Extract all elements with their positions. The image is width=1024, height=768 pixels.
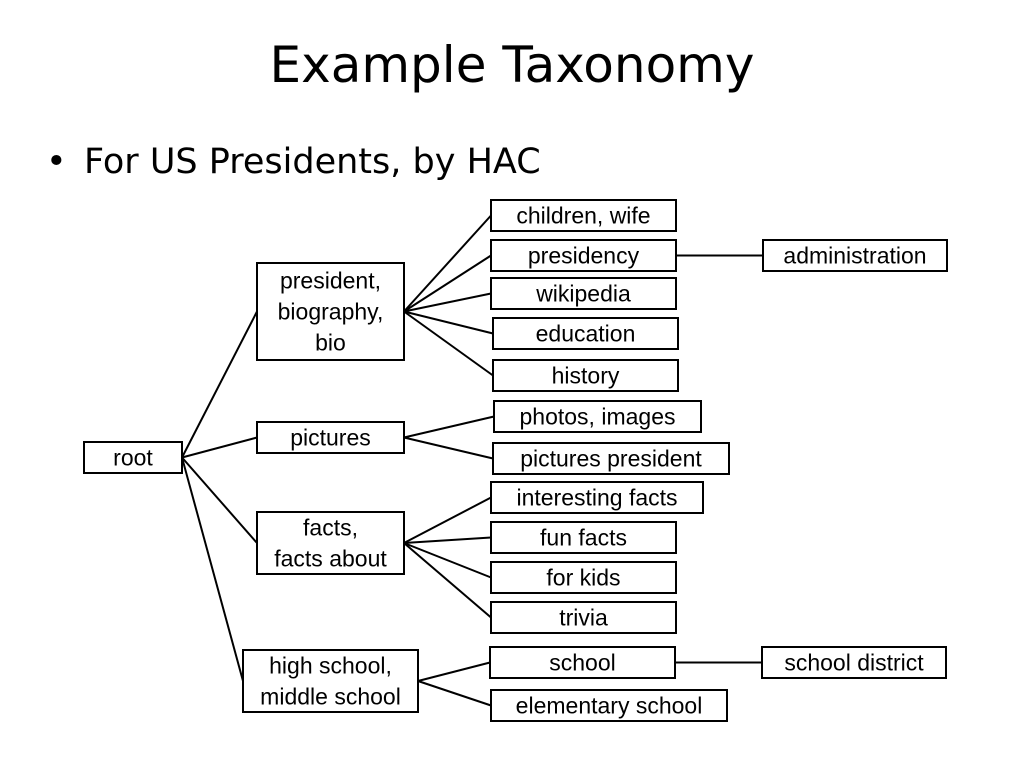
- node-for-kids: for kids: [490, 561, 677, 594]
- edge-pictures-to-pictures-president: [403, 436, 494, 460]
- edge-president-biography-bio-to-wikipedia: [403, 292, 492, 313]
- node-fun-facts: fun facts: [490, 521, 677, 554]
- edge-root-to-facts-facts-about: [181, 456, 258, 544]
- node-school: school: [489, 646, 676, 679]
- node-box: [490, 601, 677, 634]
- node-label: bio: [315, 330, 346, 356]
- edge-root-to-pictures: [181, 436, 258, 459]
- slide-title: Example Taxonomy: [269, 36, 755, 94]
- edge-layer: [181, 214, 763, 707]
- node-box: [256, 262, 405, 361]
- node-label: facts about: [274, 546, 387, 572]
- edge-high-school-middle-school-to-school: [417, 661, 491, 682]
- edge-root-to-high-school-middle-school: [181, 457, 244, 682]
- node-high-school-middle-school: high school, middle school: [242, 649, 419, 713]
- node-label: education: [536, 321, 636, 347]
- node-label: administration: [783, 243, 926, 269]
- node-label: root: [113, 445, 153, 471]
- node-box: [492, 359, 679, 392]
- node-box: [490, 561, 677, 594]
- edge-facts-facts-about-to-interesting-facts: [403, 496, 492, 544]
- node-label: interesting facts: [516, 485, 677, 511]
- node-label: facts,: [303, 515, 358, 541]
- node-facts-facts-about: facts, facts about: [256, 511, 405, 575]
- node-elementary-school: elementary school: [490, 689, 728, 722]
- edge-high-school-middle-school-to-elementary-school: [417, 680, 492, 707]
- node-photos-images: photos, images: [493, 400, 702, 433]
- node-presidency: presidency: [490, 239, 677, 272]
- node-label: presidency: [528, 243, 640, 269]
- node-label: photos, images: [520, 404, 676, 430]
- edge-president-biography-bio-to-presidency: [403, 254, 492, 313]
- node-label: middle school: [260, 684, 401, 710]
- node-box: [489, 646, 676, 679]
- node-box: [242, 649, 419, 713]
- node-label: biography,: [278, 299, 384, 325]
- node-label: school district: [784, 650, 924, 676]
- edge-pictures-to-photos-images: [403, 415, 495, 439]
- edge-president-biography-bio-to-history: [403, 310, 494, 377]
- node-label: wikipedia: [535, 281, 631, 307]
- node-layer: root president, biography, bio pictures facts…: [83, 199, 948, 722]
- node-interesting-facts: interesting facts: [490, 481, 704, 514]
- node-box: [490, 689, 728, 722]
- node-box: [83, 441, 183, 474]
- node-box: [256, 511, 405, 575]
- node-label: president,: [280, 268, 381, 294]
- bullet-item: • For US Presidents, by HAC: [46, 138, 541, 186]
- node-education: education: [492, 317, 679, 350]
- node-label: school: [549, 650, 615, 676]
- node-trivia: trivia: [490, 601, 677, 634]
- node-label: elementary school: [516, 693, 703, 719]
- node-label: history: [552, 363, 620, 389]
- node-box: [493, 400, 702, 433]
- node-administration: administration: [762, 239, 948, 272]
- node-box: [490, 521, 677, 554]
- node-school-district: school district: [761, 646, 947, 679]
- node-president-biography-bio: president, biography, bio: [256, 262, 405, 361]
- node-box: [492, 442, 730, 475]
- edge-president-biography-bio-to-children-wife: [403, 214, 492, 313]
- bullet-text: For US Presidents, by HAC: [84, 142, 541, 182]
- node-box: [492, 317, 679, 350]
- node-box: [490, 277, 677, 310]
- bullet-dot: •: [46, 142, 67, 182]
- node-label: children, wife: [516, 203, 650, 229]
- node-root: root: [83, 441, 183, 474]
- node-label: pictures president: [520, 446, 702, 472]
- node-label: trivia: [559, 605, 608, 631]
- edge-facts-facts-about-to-fun-facts: [403, 536, 492, 544]
- node-history: history: [492, 359, 679, 392]
- node-children-wife: children, wife: [490, 199, 677, 232]
- node-box: [256, 421, 405, 454]
- node-box: [490, 199, 677, 232]
- node-label: for kids: [546, 565, 620, 591]
- edge-root-to-president-biography-bio: [181, 311, 258, 458]
- edge-facts-facts-about-to-trivia: [403, 542, 492, 619]
- edge-facts-facts-about-to-for-kids: [403, 542, 492, 579]
- node-label: high school,: [269, 653, 392, 679]
- node-label: pictures: [290, 425, 371, 451]
- node-box: [762, 239, 948, 272]
- node-pictures-president: pictures president: [492, 442, 730, 475]
- node-box: [490, 481, 704, 514]
- node-label: fun facts: [540, 525, 627, 551]
- node-box: [761, 646, 947, 679]
- node-wikipedia: wikipedia: [490, 277, 677, 310]
- edge-president-biography-bio-to-education: [403, 310, 494, 335]
- node-pictures: pictures: [256, 421, 405, 454]
- node-box: [490, 239, 677, 272]
